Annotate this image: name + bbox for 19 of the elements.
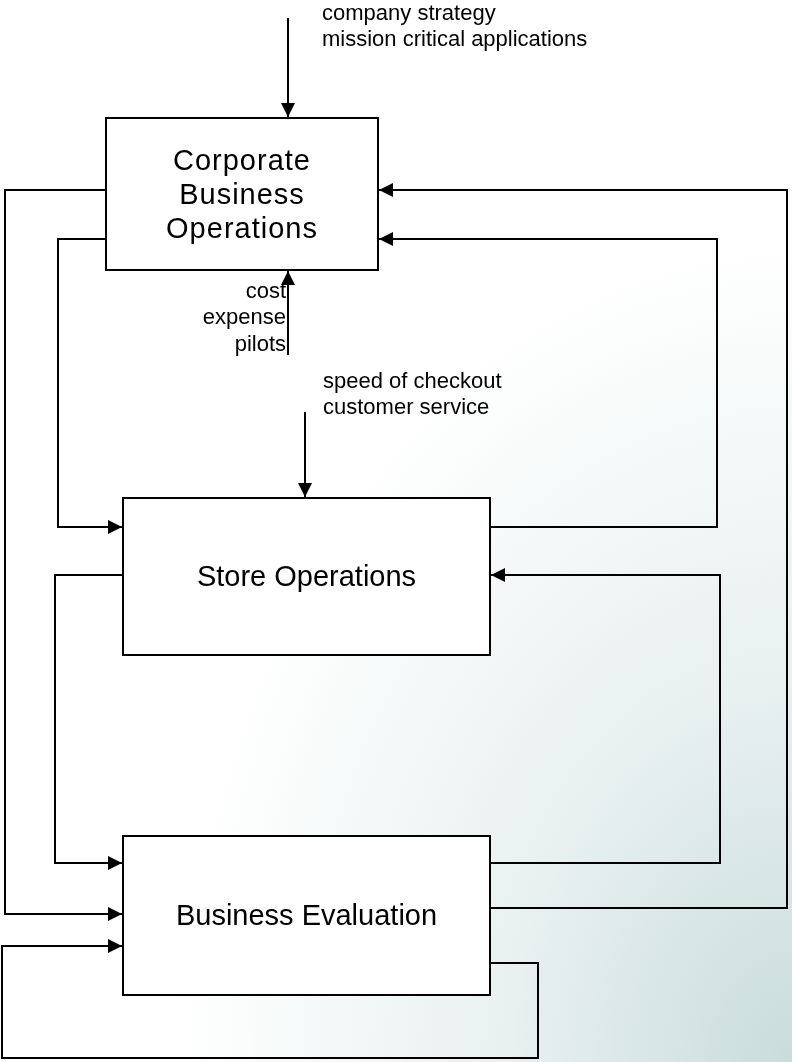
arrow xyxy=(490,568,721,864)
arrow xyxy=(281,17,295,118)
arrow xyxy=(281,270,295,356)
arrow xyxy=(4,189,123,921)
process-box xyxy=(122,835,491,996)
input-label: cost expense pilots xyxy=(186,278,286,372)
process-box xyxy=(105,117,379,271)
arrow xyxy=(54,574,123,870)
box-label: Store Operations xyxy=(196,559,417,594)
arrow xyxy=(57,238,123,534)
arrow xyxy=(378,232,718,528)
process-box xyxy=(122,497,491,656)
box-label: Business Evaluation xyxy=(175,898,438,933)
input-label: speed of checkout customer service xyxy=(307,368,587,464)
arrow xyxy=(378,183,788,909)
arrow xyxy=(1,939,539,1059)
input-label: company strategy mission critical applications xyxy=(290,0,600,56)
box-label: Corporate Business Operations xyxy=(165,142,319,246)
arrow xyxy=(298,411,312,498)
